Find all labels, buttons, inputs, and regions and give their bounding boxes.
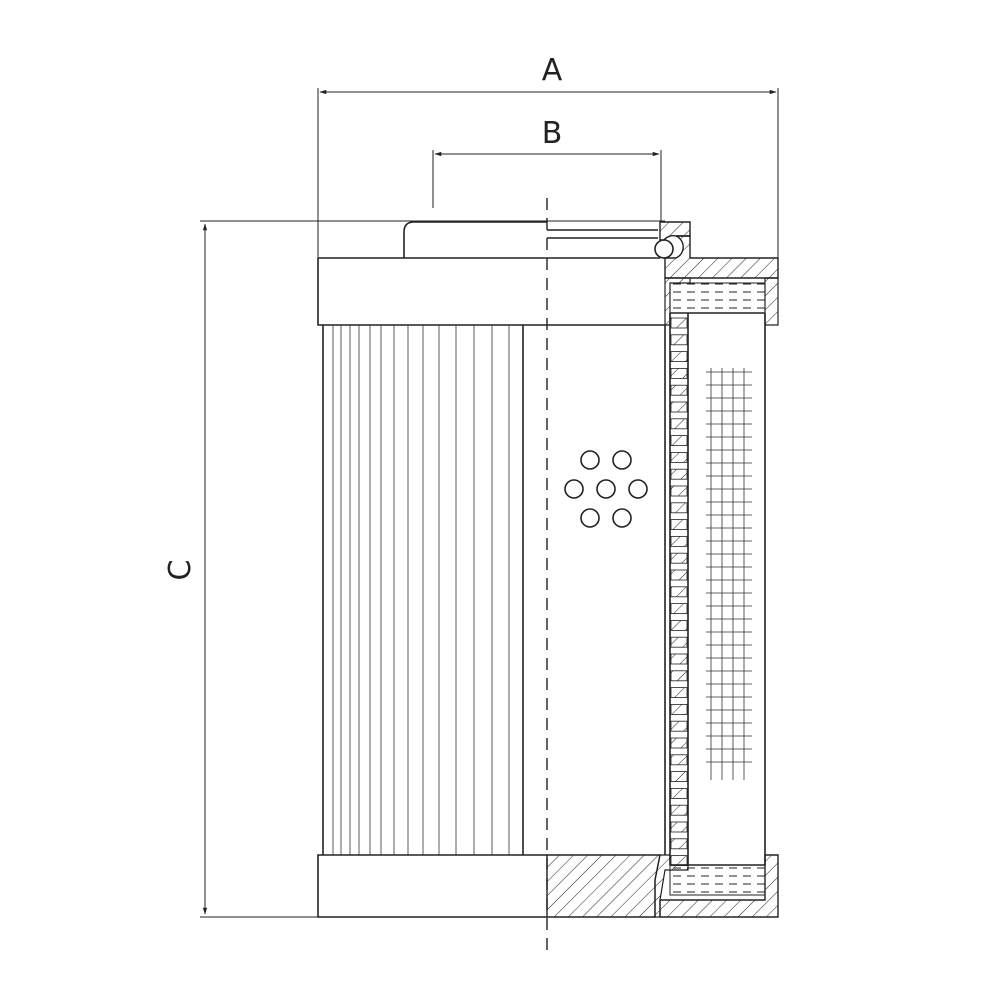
perforation-land bbox=[670, 468, 688, 480]
dimension-c-label: C bbox=[163, 560, 198, 581]
dimension-a-label: A bbox=[542, 53, 563, 88]
dimension-b-label: B bbox=[542, 116, 563, 151]
perforation-land bbox=[670, 334, 688, 346]
perforation-land bbox=[670, 401, 688, 413]
perforation-land bbox=[670, 586, 688, 598]
dimension-c: C bbox=[163, 220, 665, 918]
perforation-land bbox=[670, 754, 688, 766]
bottom-end-cap bbox=[317, 854, 779, 918]
seal-ring bbox=[547, 221, 691, 259]
perforation-land bbox=[670, 720, 688, 732]
perforation-land bbox=[670, 737, 688, 749]
perforation-land bbox=[670, 670, 688, 682]
perforation-land bbox=[670, 821, 688, 833]
perforation-land bbox=[670, 704, 688, 715]
perforation-land bbox=[670, 552, 688, 564]
top-cap-section bbox=[664, 235, 779, 326]
perforation-land bbox=[670, 804, 688, 816]
perforation-land bbox=[670, 838, 688, 850]
perforation-land bbox=[670, 317, 688, 329]
perforation-land bbox=[670, 519, 688, 530]
perforation-land bbox=[670, 351, 688, 363]
perforation-land bbox=[670, 384, 688, 396]
perforation-land bbox=[670, 771, 688, 782]
perforation-land bbox=[670, 788, 688, 799]
dimension-b: B bbox=[432, 116, 662, 222]
support-tube-section bbox=[664, 313, 689, 866]
filter-mesh bbox=[706, 313, 766, 865]
dimension-a: A bbox=[317, 53, 779, 258]
perforation-land bbox=[670, 603, 688, 614]
perforation-land bbox=[670, 653, 688, 665]
perforation-land bbox=[670, 502, 688, 514]
perforation-land bbox=[670, 435, 688, 447]
perforation-land bbox=[670, 418, 688, 430]
perforation-land bbox=[670, 855, 688, 866]
perforation-land bbox=[670, 367, 688, 379]
perforation-land bbox=[670, 485, 688, 497]
pleated-media bbox=[322, 325, 524, 855]
perforation-land bbox=[670, 451, 688, 463]
top-end-cap bbox=[317, 221, 665, 326]
perforation-land bbox=[670, 687, 688, 698]
perforation-land bbox=[670, 569, 688, 581]
perforation-land bbox=[670, 620, 688, 631]
perforation-land bbox=[670, 636, 688, 648]
perforated-core-holes bbox=[564, 450, 648, 528]
perforation-land bbox=[670, 536, 688, 547]
